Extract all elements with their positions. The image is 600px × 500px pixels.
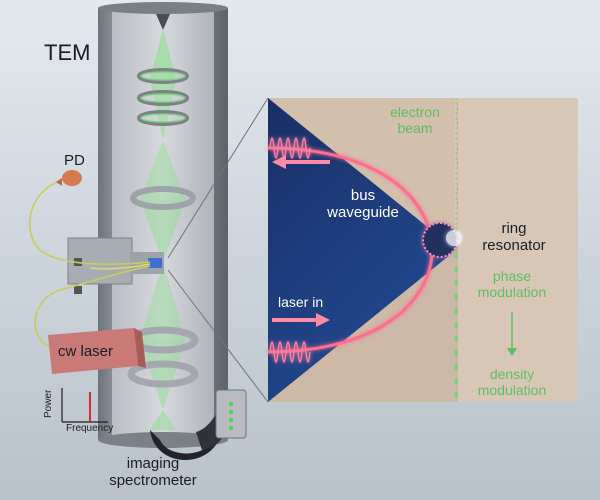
tem-label: TEM: [44, 40, 91, 65]
density-modulation-line1: density: [489, 366, 535, 382]
cw-laser-box: [48, 328, 146, 374]
zoom-lines: [167, 97, 269, 403]
phase-modulation-line1: phase: [492, 268, 532, 284]
electron-beam-line1: electron: [390, 104, 440, 120]
cw-laser-label: cw laser: [58, 343, 114, 360]
bus-waveguide-line1: bus: [350, 187, 376, 204]
optical-fibers: [28, 179, 151, 351]
electron-beam-line2: beam: [397, 120, 433, 137]
photodiode: [56, 170, 82, 186]
input-wave: [269, 341, 311, 363]
ring-resonator-label: ring resonator: [474, 220, 554, 255]
phase-modulation-label: phase modulation: [470, 268, 554, 300]
electron-beam-label: electron beam: [380, 104, 450, 136]
spectrum-mini-plot: [61, 388, 108, 423]
modulation-arrow: [507, 312, 517, 356]
imaging-spectrometer-line1: imaging: [126, 455, 180, 472]
density-modulation-line2: modulation: [477, 382, 547, 399]
pd-label: PD: [64, 152, 85, 169]
imaging-spectrometer-line2: spectrometer: [109, 472, 197, 490]
output-arrow: [272, 155, 330, 169]
objective-lens: [130, 186, 196, 210]
bus-waveguide-line2: waveguide: [327, 204, 399, 222]
imaging-spectrometer-label: imaging spectrometer: [98, 455, 208, 490]
power-axis-label: Power: [43, 389, 54, 418]
output-wave: [269, 137, 311, 159]
imaging-spectrometer: [150, 389, 247, 460]
ring-resonator: [422, 222, 462, 258]
phase-modulation-line2: modulation: [477, 284, 547, 301]
condenser-lenses: [137, 68, 189, 126]
input-arrow: [272, 313, 330, 327]
ring-resonator-line2: resonator: [482, 237, 546, 255]
density-modulation-label: density modulation: [470, 366, 554, 398]
column-electron-beam: [140, 28, 186, 430]
inset-panel: [268, 98, 578, 402]
laser-in-label: laser in: [278, 294, 324, 310]
sample-holder: [67, 237, 164, 294]
bus-waveguide-label: bus waveguide: [323, 187, 403, 222]
frequency-axis-label: Frequency: [66, 423, 114, 434]
ring-resonator-line1: ring: [501, 220, 527, 237]
